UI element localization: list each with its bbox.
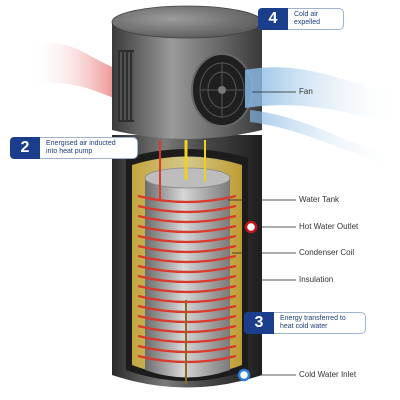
callout-energy-transferred: 3 Energy transferred to heat cold water <box>244 312 366 334</box>
label-water-tank: Water Tank <box>299 195 339 204</box>
callout-number: 3 <box>244 312 274 334</box>
hot-water-outlet-dot <box>246 222 256 232</box>
fan-icon <box>192 54 252 126</box>
callout-number: 2 <box>10 137 40 159</box>
callout-energised-air-inducted: 2 Energised air inducted into heat pump <box>10 137 138 159</box>
heat-pump-lid <box>112 6 262 38</box>
label-insulation: Insulation <box>299 275 333 284</box>
callout-text: Energised air inducted into heat pump <box>40 140 122 156</box>
label-fan: Fan <box>299 87 313 96</box>
warm-air-flow <box>30 43 120 100</box>
callout-number: 4 <box>258 8 288 30</box>
callout-cold-air-expelled: 4 Cold air expelled <box>258 8 344 30</box>
label-cold-water-inlet: Cold Water Inlet <box>299 370 356 379</box>
air-intake-grille <box>118 50 134 122</box>
cold-water-inlet-dot <box>239 370 249 380</box>
callout-text: Cold air expelled <box>288 11 326 27</box>
callout-text: Energy transferred to heat cold water <box>274 315 352 331</box>
label-hot-water-outlet: Hot Water Outlet <box>299 222 358 231</box>
label-condenser-coil: Condenser Coil <box>299 248 354 257</box>
water-tank <box>145 178 230 378</box>
